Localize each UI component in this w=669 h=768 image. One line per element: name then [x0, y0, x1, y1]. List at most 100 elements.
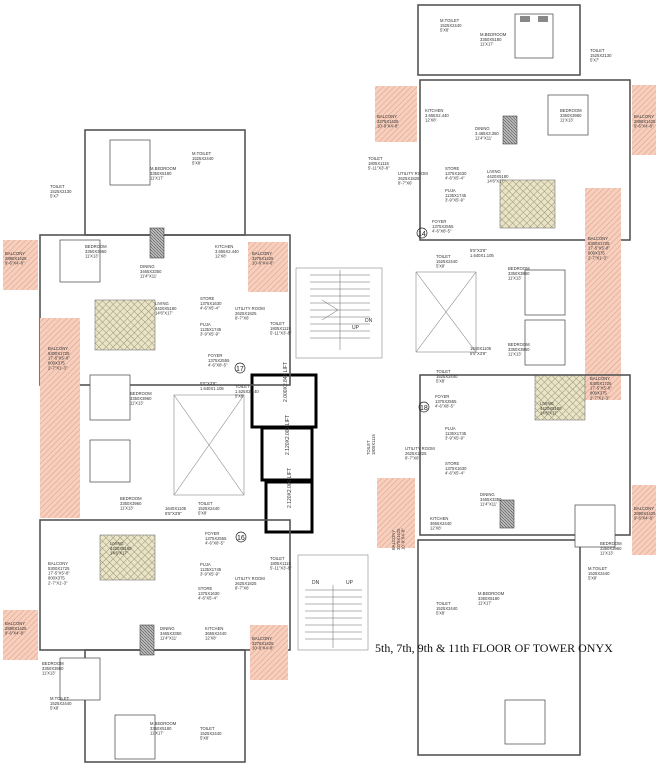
lift-3-label: 2.120X2.000 LIFT	[287, 468, 293, 508]
ne-bed-3	[524, 319, 566, 366]
ne-main-block	[419, 79, 631, 241]
lift-2-shaft	[260, 426, 314, 482]
lift-3-shaft	[264, 480, 314, 534]
se-balcony-2	[632, 485, 656, 555]
unit-18-number: 18	[420, 405, 428, 412]
nw-upper-block	[84, 129, 246, 236]
unit-14-number: 14	[418, 231, 426, 238]
lift-1-label: 2.000X2.840 LIFT	[283, 362, 289, 402]
nw-bed-1	[59, 239, 101, 283]
se-bed-1	[574, 504, 616, 548]
lobby-east	[415, 271, 477, 353]
sw-bed-2	[59, 657, 101, 701]
se-toilet-2-label: TOILET1805X1115	[366, 434, 376, 455]
sw-lower-block	[84, 649, 246, 763]
ne-balcony-2	[632, 85, 656, 155]
ne-balcony-1	[375, 86, 417, 142]
nw-living-rug	[94, 299, 156, 351]
ne-living-rug	[499, 179, 556, 229]
stair-up-label-lower: UP	[346, 580, 354, 586]
se-lower-block	[417, 539, 581, 756]
nw-dining-table	[149, 227, 165, 259]
se-dining-table	[499, 499, 515, 529]
unit-14-marker	[416, 227, 428, 239]
lobby-west	[173, 394, 245, 496]
stair-up-label: UP	[352, 325, 360, 331]
sw-balcony-2	[250, 625, 288, 680]
nw-balcony-2	[248, 242, 288, 292]
unit-18-marker	[418, 401, 430, 413]
nw-bed-2	[89, 374, 131, 421]
se-balcony-2-label: BALCONY3275X142510'-9"X4'-8"	[391, 528, 406, 550]
lift-2-label: 2.120X2.000 LIFT	[285, 415, 291, 455]
ne-top-block	[417, 4, 581, 76]
stair-dn-label: DN	[365, 318, 373, 324]
nw-balcony-3	[40, 318, 80, 518]
nw-mbed-bed	[109, 139, 151, 186]
sw-mbed-bed	[114, 714, 156, 760]
unit-17-marker	[234, 362, 246, 374]
unit-16-marker	[235, 531, 247, 543]
unit-16-number: 16	[237, 535, 245, 542]
stair-treads-upper	[310, 270, 370, 350]
unit-17-number: 17	[236, 366, 244, 373]
ne-dining-table	[502, 115, 518, 145]
nw-passage-label: 5'5"X3'8"1.640X1.105	[200, 381, 224, 391]
ne-living-rug-2	[534, 374, 586, 421]
